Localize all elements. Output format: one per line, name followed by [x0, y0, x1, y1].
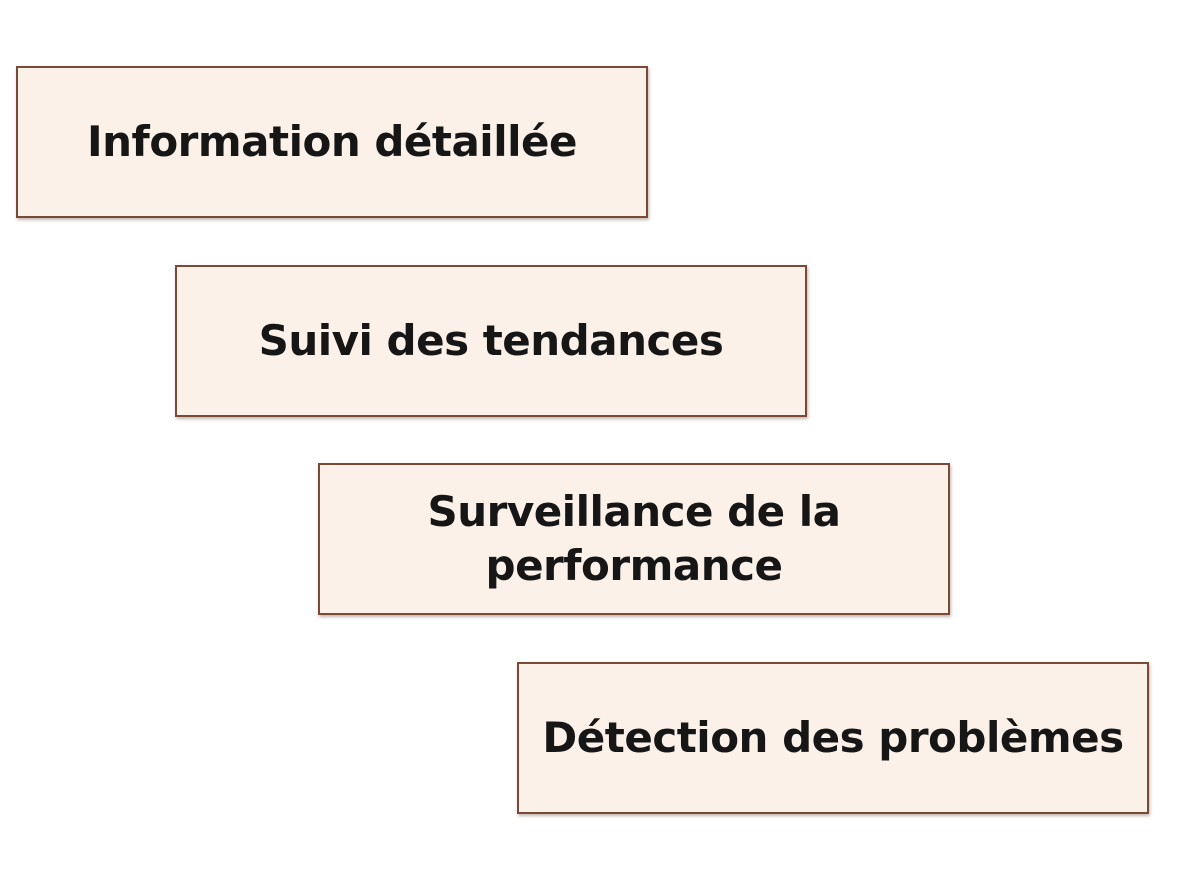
step-box-surveillance-de-la-performance: Surveillance de la performance	[318, 463, 950, 615]
step-label: Information détaillée	[87, 117, 577, 166]
step-label: Détection des problèmes	[542, 713, 1124, 762]
step-box-information-detaillee: Information détaillée	[16, 66, 648, 218]
step-box-suivi-des-tendances: Suivi des tendances	[175, 265, 807, 417]
step-label: Surveillance de la performance	[427, 487, 841, 590]
step-box-detection-des-problemes: Détection des problèmes	[517, 662, 1149, 814]
step-label: Suivi des tendances	[258, 316, 724, 365]
